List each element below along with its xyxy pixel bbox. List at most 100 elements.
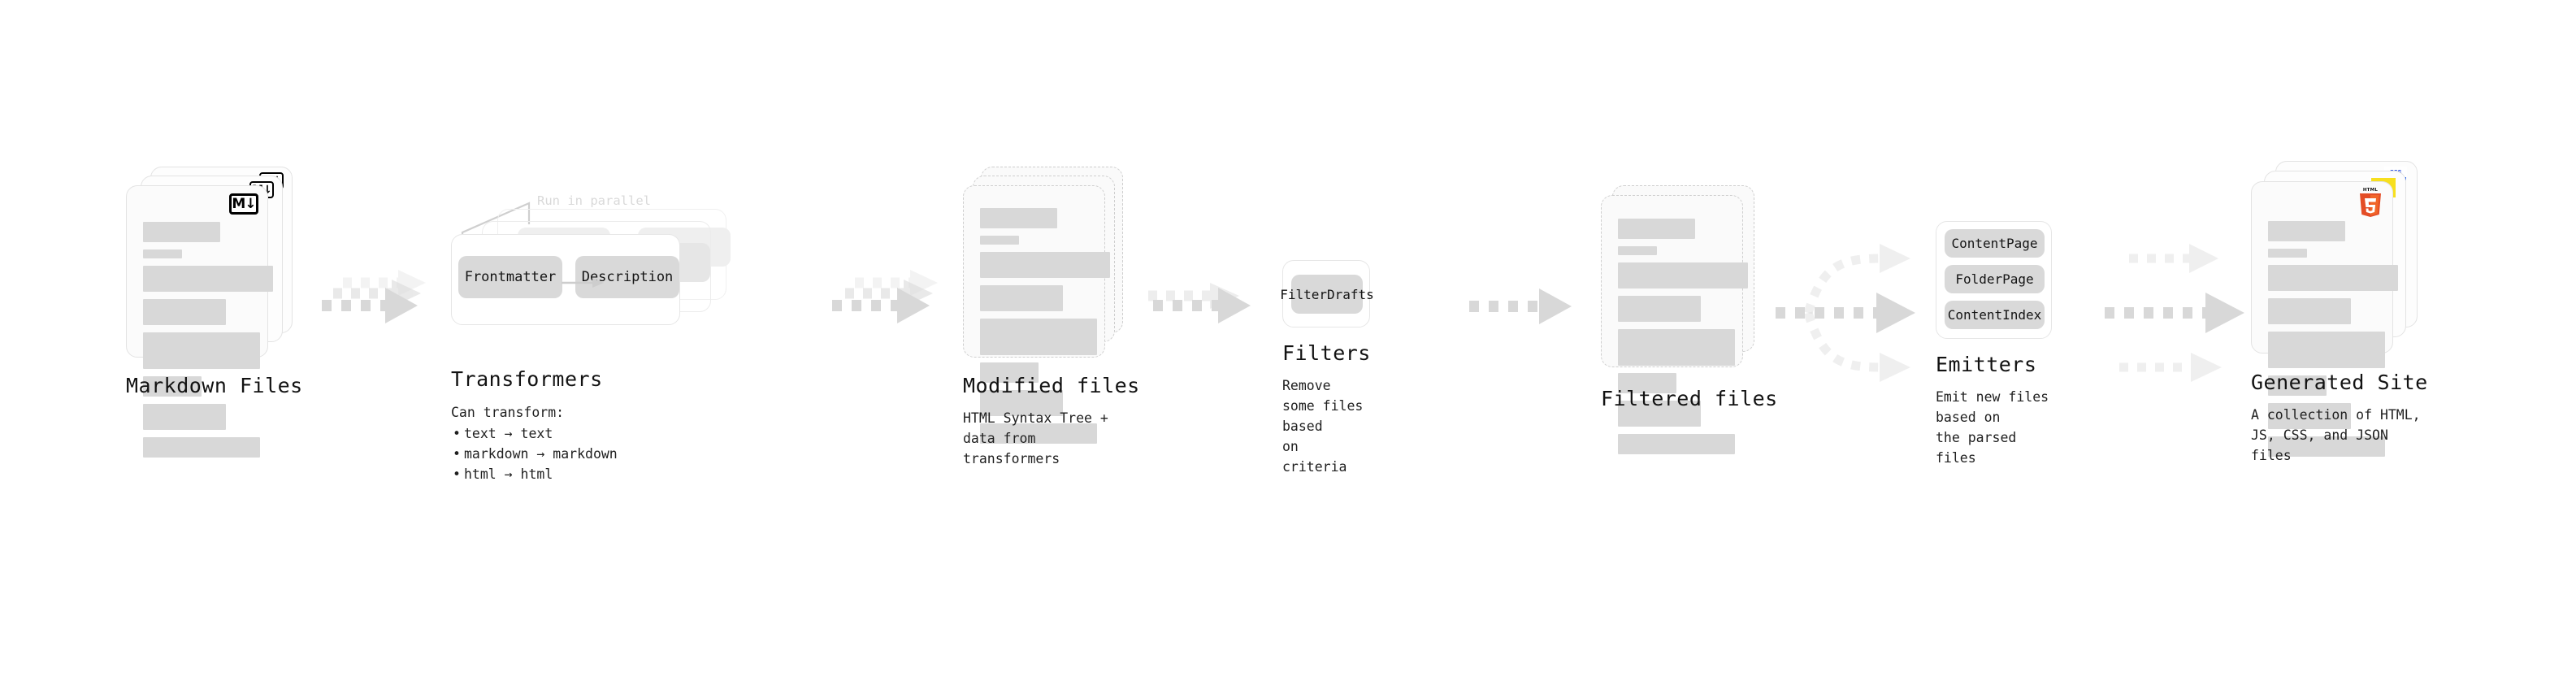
placeholder-bar bbox=[143, 249, 182, 258]
filtered-placeholder-lines bbox=[1618, 219, 1748, 462]
arrow-dotted-icon bbox=[1148, 283, 1251, 323]
generated-card-front: HTML bbox=[2251, 181, 2398, 457]
transformer-chip-description[interactable]: Description bbox=[575, 256, 679, 298]
placeholder-bar bbox=[2268, 265, 2398, 291]
modified-subtitle: HTML Syntax Tree + data from transformer… bbox=[963, 410, 1108, 467]
transformer-chip-frontmatter[interactable]: Frontmatter bbox=[458, 256, 562, 298]
placeholder-bar bbox=[1618, 434, 1735, 454]
filtered-caption: Filtered files bbox=[1601, 387, 1778, 410]
placeholder-bar bbox=[980, 208, 1057, 228]
modified-placeholder-lines bbox=[980, 208, 1110, 451]
generated-caption: Generated Site A collection of HTML, JS,… bbox=[2251, 371, 2428, 466]
placeholder-bar bbox=[1618, 246, 1657, 255]
transformers-bullet-list: text → text markdown → markdown html → h… bbox=[451, 423, 618, 484]
emitters-title: Emitters bbox=[1936, 353, 2037, 376]
transformer-flow-arrow-icon bbox=[562, 278, 604, 288]
emitter-chip-contentindex[interactable]: ContentIndex bbox=[1945, 301, 2045, 329]
placeholder-bar bbox=[2268, 436, 2385, 457]
arrow-branch-dotted-icon bbox=[1776, 244, 1915, 382]
placeholder-bar bbox=[980, 319, 1097, 355]
connector-filtered-to-emitters bbox=[1776, 236, 1930, 390]
placeholder-bar bbox=[1618, 373, 1676, 393]
emitters-caption: Emitters Emit new files based on the par… bbox=[1936, 353, 2052, 468]
stage-markdown-files: M↓ M↓ M↓ Markdown Files bbox=[126, 167, 302, 458]
arrow-triple-dotted-icon bbox=[832, 270, 938, 323]
svg-text:HTML: HTML bbox=[2363, 188, 2379, 193]
stage-filtered-files: Filtered files bbox=[1601, 185, 1777, 454]
arrow-triple-parallel-dotted-icon bbox=[2105, 244, 2244, 382]
connector-filters-to-filtered bbox=[1463, 288, 1597, 345]
filters-title: Filters bbox=[1282, 341, 1371, 365]
placeholder-bar bbox=[980, 362, 1039, 383]
connector-transformers-to-modified bbox=[821, 268, 955, 341]
stage-generated-site: CSS HTML Generated S bbox=[2251, 161, 2427, 463]
markdown-badge-icon: M↓ bbox=[229, 193, 258, 215]
filters-caption: Filters Remove some files based on crite… bbox=[1282, 341, 1371, 477]
run-in-parallel-label: Run in parallel bbox=[537, 193, 651, 208]
emitters-subtitle: Emit new files based on the parsed files bbox=[1936, 389, 2049, 466]
markdown-placeholder-lines bbox=[143, 222, 273, 465]
placeholder-bar bbox=[2268, 221, 2345, 241]
connector-emitters-to-generated bbox=[2105, 236, 2259, 390]
filters-subtitle: Remove some files based on criteria bbox=[1282, 378, 1364, 475]
modified-card-front bbox=[963, 185, 1110, 444]
emitters-box[interactable]: ContentPage FolderPage ContentIndex bbox=[1936, 221, 2052, 339]
arrow-triple-dotted-icon bbox=[322, 270, 426, 323]
generated-card-stack: CSS HTML bbox=[2251, 161, 2426, 457]
placeholder-bar bbox=[980, 285, 1063, 311]
modified-title: Modified files bbox=[963, 374, 1140, 397]
markdown-card-stack: M↓ M↓ M↓ bbox=[126, 167, 297, 458]
transformers-title: Transformers bbox=[451, 367, 603, 391]
placeholder-bar bbox=[143, 404, 226, 430]
placeholder-bar bbox=[980, 236, 1019, 245]
placeholder-bar bbox=[143, 222, 220, 242]
modified-caption: Modified files HTML Syntax Tree + data f… bbox=[963, 374, 1140, 469]
markdown-title: Markdown Files bbox=[126, 374, 303, 397]
filters-box[interactable]: FilterDrafts bbox=[1280, 260, 1374, 327]
transformers-bullet-item: html → html bbox=[451, 464, 618, 484]
connector-markdown-to-transformers bbox=[310, 268, 440, 341]
transformer-box-front[interactable]: Frontmatter Description bbox=[451, 234, 680, 325]
placeholder-bar bbox=[143, 266, 273, 292]
generated-title: Generated Site bbox=[2251, 371, 2428, 394]
placeholder-bar bbox=[980, 423, 1097, 444]
placeholder-bar bbox=[2268, 298, 2351, 324]
placeholder-bar bbox=[2268, 403, 2351, 429]
filtered-card-stack bbox=[1601, 185, 1776, 454]
placeholder-bar bbox=[143, 376, 202, 397]
stage-emitters: ContentPage FolderPage ContentIndex Emit… bbox=[1936, 221, 2052, 466]
emitter-chip-contentpage[interactable]: ContentPage bbox=[1945, 229, 2045, 258]
stage-filters: FilterDrafts Filters Remove some files b… bbox=[1280, 260, 1374, 475]
placeholder-bar bbox=[1618, 219, 1695, 239]
filtered-card-front bbox=[1601, 195, 1748, 454]
modified-card-stack bbox=[963, 167, 1138, 444]
placeholder-bar bbox=[1618, 296, 1701, 322]
transformers-bullet-item: text → text bbox=[451, 423, 618, 444]
arrow-dotted-icon bbox=[1469, 288, 1572, 324]
placeholder-bar bbox=[143, 437, 260, 458]
placeholder-bar bbox=[143, 332, 260, 369]
html5-badge-icon: HTML bbox=[2357, 187, 2383, 218]
markdown-card-front: M↓ bbox=[126, 185, 273, 458]
generated-placeholder-lines bbox=[2268, 221, 2398, 464]
transformers-bullet-item: markdown → markdown bbox=[451, 444, 618, 464]
placeholder-bar bbox=[143, 299, 226, 325]
placeholder-bar bbox=[2268, 375, 2327, 396]
placeholder-bar bbox=[2268, 249, 2307, 258]
emitter-chip-folderpage[interactable]: FolderPage bbox=[1945, 265, 2045, 293]
transformers-subtitle-leadin: Can transform: bbox=[451, 405, 565, 420]
connector-modified-to-filters bbox=[1142, 283, 1276, 341]
placeholder-bar bbox=[980, 390, 1063, 416]
filter-chip-filterdrafts[interactable]: FilterDrafts bbox=[1280, 275, 1374, 314]
placeholder-bar bbox=[1618, 329, 1735, 366]
generated-subtitle: A collection of HTML, JS, CSS, and JSON … bbox=[2251, 407, 2421, 464]
transformers-caption: Transformers Can transform: text → text … bbox=[451, 367, 618, 484]
placeholder-bar bbox=[980, 252, 1110, 278]
placeholder-bar bbox=[1618, 262, 1748, 288]
html5-shield-icon: HTML bbox=[2360, 188, 2381, 217]
placeholder-bar bbox=[1618, 401, 1701, 427]
stage-modified-files: Modified files HTML Syntax Tree + data f… bbox=[963, 167, 1139, 466]
placeholder-bar bbox=[2268, 332, 2385, 368]
markdown-caption: Markdown Files bbox=[126, 374, 303, 397]
